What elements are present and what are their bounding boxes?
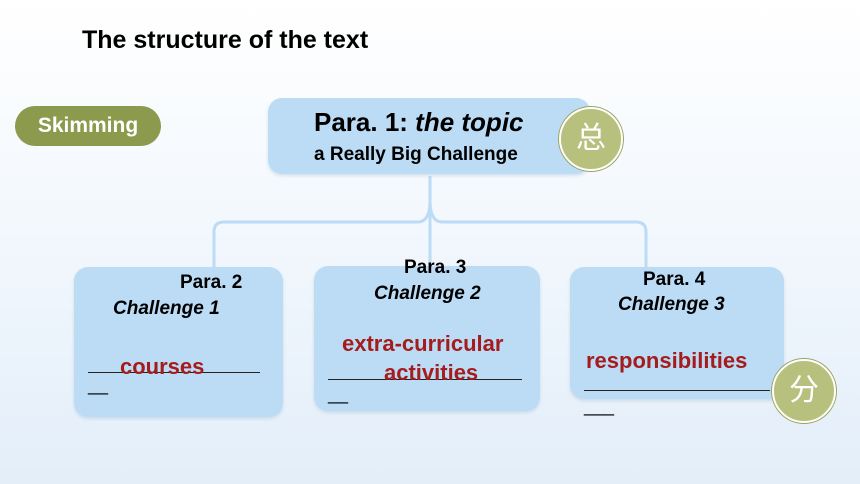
- card-4-para: Para. 4: [643, 269, 706, 290]
- slide-title: The structure of the text: [82, 26, 369, 54]
- topic-italic: the topic: [415, 107, 524, 137]
- card-3-answer-line1: extra-curricular: [342, 331, 504, 356]
- card-2-blank-tail: __: [88, 375, 109, 395]
- card-4-blank-tail: ___: [584, 396, 615, 416]
- topic-subtitle: a Really Big Challenge: [314, 144, 518, 165]
- card-2-answer: courses: [120, 354, 205, 379]
- card-para-3: [314, 266, 540, 411]
- card-2-challenge: Challenge 1: [113, 298, 220, 319]
- zong-badge: 总: [559, 107, 623, 171]
- card-3-challenge: Challenge 2: [374, 283, 481, 304]
- card-para-2: [74, 267, 283, 417]
- card-4-blank-line: [584, 390, 770, 391]
- fen-badge: 分: [772, 359, 836, 423]
- card-2-blank-line: [88, 372, 260, 373]
- card-3-answer-line2: activities: [384, 360, 479, 385]
- card-3-blank-tail: __: [328, 384, 349, 404]
- skimming-badge: Skimming: [15, 106, 161, 146]
- topic-box: Para. 1: the topic a Really Big Challeng…: [268, 98, 590, 174]
- card-3-blank-line: [328, 379, 522, 380]
- card-4-challenge: Challenge 3: [618, 294, 725, 315]
- card-2-para: Para. 2: [180, 272, 243, 293]
- topic-prefix: Para. 1:: [314, 107, 416, 137]
- topic-heading: Para. 1: the topic: [314, 107, 524, 138]
- card-para-4: [570, 267, 784, 399]
- card-4-answer: responsibilities: [586, 348, 748, 373]
- card-3-para: Para. 3: [404, 257, 467, 278]
